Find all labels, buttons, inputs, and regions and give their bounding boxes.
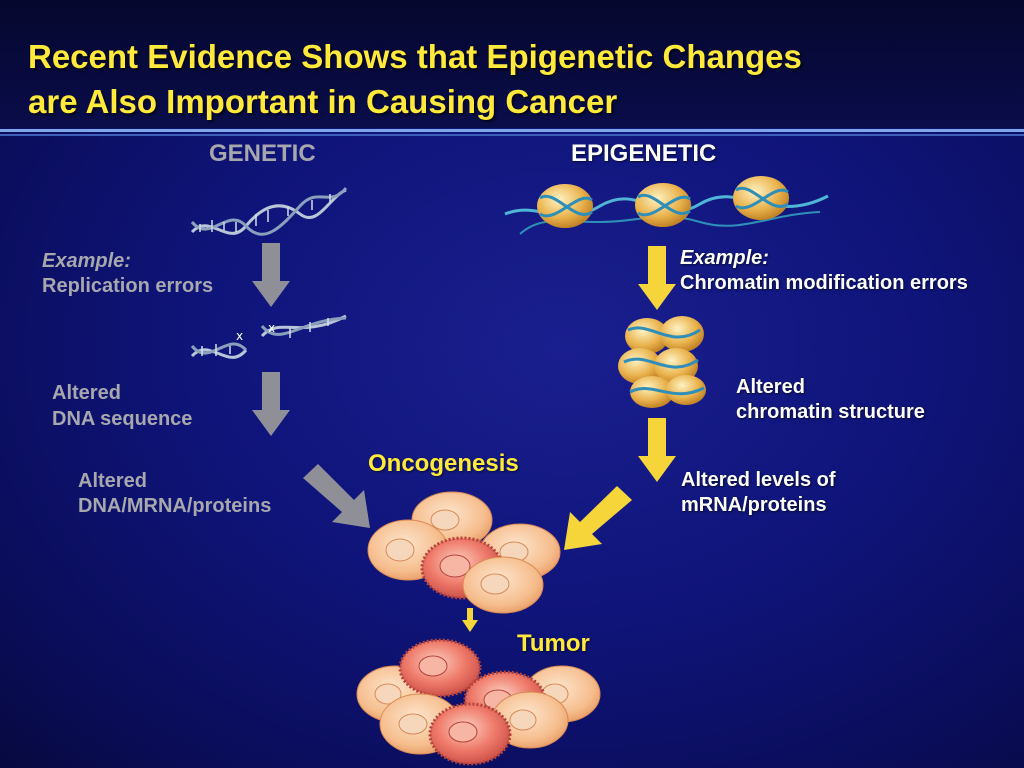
- epigenetic-arrow-1: [638, 246, 676, 310]
- genetic-example-text: Replication errors: [42, 275, 214, 297]
- broken-dna-helix-icon: x x: [190, 314, 347, 359]
- tumor-cell-cluster: [356, 638, 601, 766]
- epigenetic-example-label: Example:: [680, 247, 769, 269]
- compacted-chromatin-icon: [618, 316, 706, 408]
- slide-title: Recent Evidence Shows that Epigenetic Ch…: [28, 34, 1008, 124]
- slide-title-line-1: Recent Evidence Shows that Epigenetic Ch…: [28, 38, 802, 75]
- title-divider-secondary: [0, 134, 1024, 136]
- svg-text:x: x: [268, 321, 275, 335]
- title-bar: [0, 0, 1024, 128]
- dna-helix-icon: [190, 187, 348, 236]
- epigenetic-example-text: Chromatin modification errors: [680, 272, 968, 294]
- epigenetic-step1-line2: chromatin structure: [736, 401, 925, 423]
- nucleosome-icon: [537, 184, 593, 228]
- slide-title-line-2: are Also Important in Causing Cancer: [28, 83, 618, 120]
- chromatin-strand-icon: [504, 176, 829, 235]
- genetic-step2-line1: Altered: [78, 470, 147, 492]
- epigenetic-step2-line2: mRNA/proteins: [681, 494, 827, 516]
- genetic-arrow-diagonal: [303, 464, 370, 528]
- epigenetic-step2-line1: Altered levels of: [681, 469, 836, 491]
- nucleosome-icon: [733, 176, 789, 220]
- genetic-step2-line2: DNA/MRNA/proteins: [78, 495, 272, 517]
- genetic-example-label: Example:: [42, 250, 131, 272]
- genetic-arrow-1: [252, 243, 290, 307]
- tumor-label: Tumor: [517, 630, 590, 657]
- oncogenesis-label: Oncogenesis: [368, 450, 519, 477]
- genetic-arrow-2: [252, 372, 290, 436]
- nucleosome-icon: [635, 183, 691, 227]
- epigenetic-step1-line1: Altered: [736, 376, 805, 398]
- title-divider: [0, 129, 1024, 132]
- svg-text:x: x: [236, 329, 243, 343]
- epigenetic-heading: EPIGENETIC: [571, 140, 717, 167]
- epigenetic-arrow-diagonal: [564, 486, 632, 550]
- oncogenesis-to-tumor-arrow: [462, 608, 478, 632]
- genetic-step1-line2: DNA sequence: [52, 408, 193, 430]
- oncogenesis-cell-cluster: [367, 491, 561, 614]
- epigenetic-arrow-2: [638, 418, 676, 482]
- genetic-heading: GENETIC: [209, 140, 316, 167]
- genetic-step1-line1: Altered: [52, 382, 121, 404]
